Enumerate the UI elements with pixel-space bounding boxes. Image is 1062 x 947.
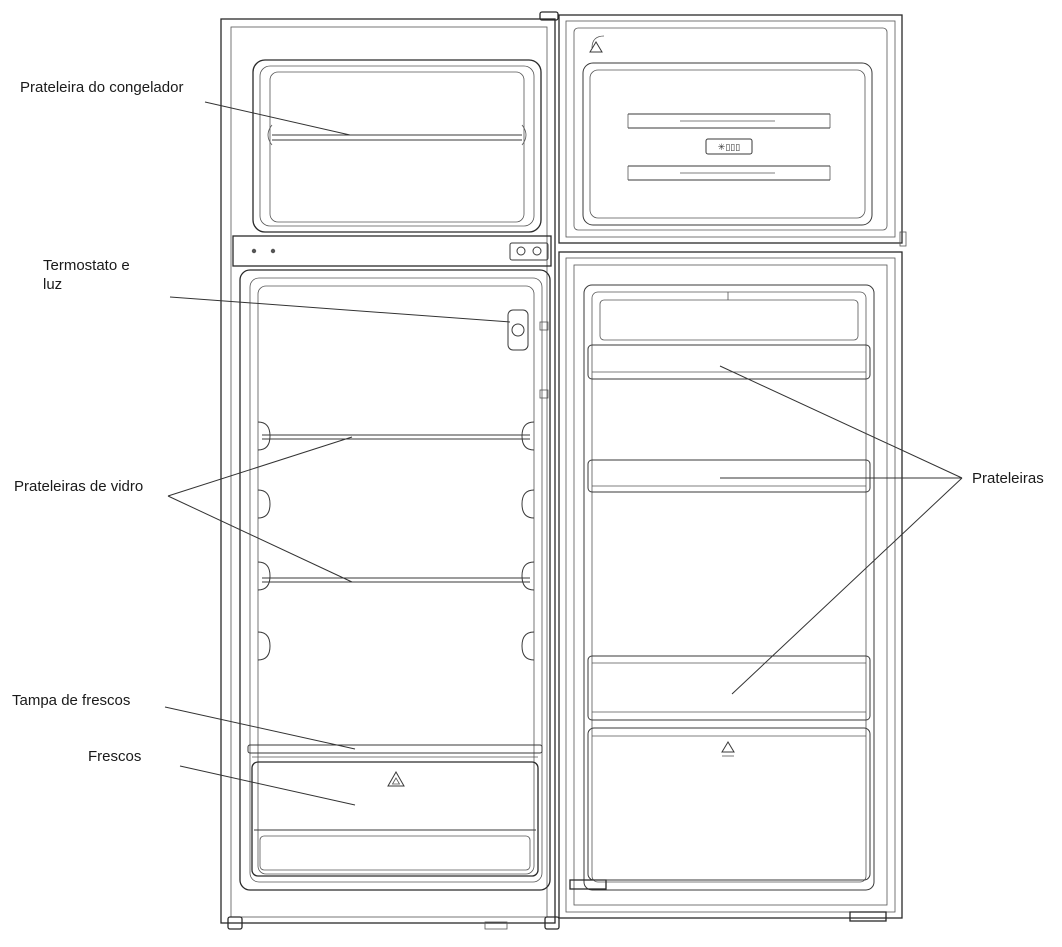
label-door-shelves: Prateleiras [972, 470, 1044, 487]
freezer-shelf [267, 124, 527, 146]
fridge-door [558, 251, 903, 922]
door-shelf-2 [587, 459, 871, 493]
label-glass-shelves: Prateleiras de vidro [14, 478, 144, 495]
door-shelf-3 [587, 655, 871, 721]
freezer-door: ✳▯▯▯ [558, 14, 907, 247]
label-crisper-cover: Tampa de frescos [12, 692, 131, 709]
freezer-compartment [252, 59, 542, 233]
cabinet [220, 11, 560, 930]
label-freezer-shelf: Prateleira do congelador [20, 79, 184, 96]
crisper-drawer [251, 761, 539, 877]
label-crisper: Frescos [88, 748, 142, 765]
door-bottom-bin [587, 727, 871, 881]
control-panel [232, 235, 552, 267]
label-thermostat-line2: luz [43, 276, 63, 293]
label-thermostat: Termostato e luz [43, 256, 130, 294]
glass-shelf-lower [262, 577, 530, 583]
fridge-compartment [239, 269, 551, 891]
leader-lines [164, 101, 963, 806]
svg-text:✳▯▯▯: ✳▯▯▯ [718, 143, 740, 153]
door-shelf-1 [587, 344, 871, 380]
label-thermostat-line1: Termostato e [43, 257, 130, 274]
glass-shelf-upper [262, 434, 530, 440]
crisper-cover [247, 744, 543, 758]
